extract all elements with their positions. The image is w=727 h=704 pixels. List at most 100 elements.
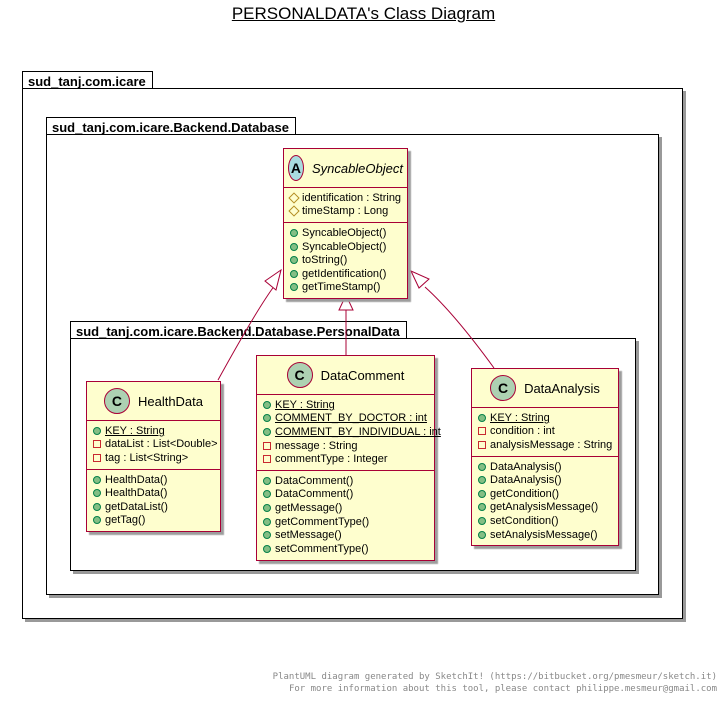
field-text: KEY : String xyxy=(490,411,550,424)
field-row: COMMENT_BY_DOCTOR : int xyxy=(262,412,429,426)
inheritance-arrowhead-analysis xyxy=(409,269,430,289)
method-row: DataAnalysis() xyxy=(477,460,613,474)
method-text: getIdentification() xyxy=(302,267,387,280)
methods-section: HealthData() HealthData() getDataList() … xyxy=(87,468,220,531)
class-healthdata[interactable]: C HealthData KEY : String dataList : Lis… xyxy=(86,381,221,533)
inheritance-line-health xyxy=(217,284,276,381)
method-text: toString() xyxy=(302,254,348,267)
class-icon: C xyxy=(490,375,517,401)
protected-visibility-icon xyxy=(287,192,300,204)
method-row: getAnalysisMessage() xyxy=(477,501,613,515)
field-row: KEY : String xyxy=(92,424,215,438)
public-visibility-icon xyxy=(289,256,298,265)
method-text: getAnalysisMessage() xyxy=(490,501,599,514)
method-row: setMessage() xyxy=(262,528,429,542)
method-text: DataAnalysis() xyxy=(490,474,562,487)
private-visibility-icon xyxy=(262,441,271,450)
class-syncableobject[interactable]: A SyncableObject identification : String… xyxy=(283,148,408,300)
public-visibility-icon xyxy=(262,476,271,485)
method-row: getCommentType() xyxy=(262,515,429,529)
method-text: DataComment() xyxy=(275,488,354,501)
field-text: message : String xyxy=(275,439,358,452)
class-datacomment[interactable]: C DataComment KEY : String COMMENT_BY_DO… xyxy=(256,355,441,561)
method-row: getCondition() xyxy=(477,487,613,501)
public-visibility-icon xyxy=(289,228,298,237)
method-text: DataAnalysis() xyxy=(490,460,562,473)
inheritance-arrowhead-comment xyxy=(338,293,354,311)
public-visibility-icon xyxy=(262,414,271,423)
method-row: getDataList() xyxy=(92,500,215,514)
footer-line-1: PlantUML diagram generated by SketchIt! … xyxy=(272,672,717,682)
method-row: setCommentType() xyxy=(262,542,429,556)
method-text: setCommentType() xyxy=(275,542,369,555)
method-row: HealthData() xyxy=(92,486,215,500)
class-icon: C xyxy=(286,362,313,388)
method-text: getDataList() xyxy=(105,500,168,513)
public-visibility-icon xyxy=(262,531,271,540)
method-row: DataAnalysis() xyxy=(477,473,613,487)
field-row: COMMENT_BY_INDIVIDUAL : int xyxy=(262,425,441,439)
class-name: DataAnalysis xyxy=(524,380,600,396)
public-visibility-icon xyxy=(477,489,486,498)
method-text: getCommentType() xyxy=(275,515,370,528)
class-dataanalysis[interactable]: C DataAnalysis KEY : String condition : … xyxy=(471,368,619,547)
inheritance-arrowhead-health xyxy=(264,268,282,291)
method-text: HealthData() xyxy=(105,487,168,500)
public-visibility-icon xyxy=(262,400,271,409)
field-text: commentType : Integer xyxy=(275,453,388,466)
method-row: getTimeStamp() xyxy=(289,281,402,295)
public-visibility-icon xyxy=(262,427,271,436)
methods-section: DataAnalysis() DataAnalysis() getConditi… xyxy=(472,455,618,546)
class-header: A SyncableObject xyxy=(284,149,407,187)
public-visibility-icon xyxy=(262,490,271,499)
fields-section: KEY : String dataList : List<Double> tag… xyxy=(87,420,220,469)
public-visibility-icon xyxy=(477,413,486,422)
method-text: HealthData() xyxy=(105,473,168,486)
method-text: getTag() xyxy=(105,514,146,527)
diagram-title: PERSONALDATA's Class Diagram xyxy=(231,4,496,23)
method-row: DataComment() xyxy=(262,474,429,488)
field-row: KEY : String xyxy=(262,398,429,412)
field-text: analysisMessage : String xyxy=(490,438,613,451)
field-text: KEY : String xyxy=(105,424,165,437)
methods-section: DataComment() DataComment() getMessage()… xyxy=(257,469,434,560)
package-tab-personaldata: sud_tanj.com.icare.Backend.Database.Pers… xyxy=(70,321,407,339)
public-visibility-icon xyxy=(262,544,271,553)
package-tab-outer: sud_tanj.com.icare xyxy=(22,71,153,89)
method-row: HealthData() xyxy=(92,473,215,487)
method-text: setAnalysisMessage() xyxy=(490,528,598,541)
public-visibility-icon xyxy=(92,502,101,511)
class-header: C DataAnalysis xyxy=(472,369,618,407)
field-text: tag : List<String> xyxy=(105,451,189,464)
methods-section: SyncableObject() SyncableObject() toStri… xyxy=(284,222,407,298)
protected-visibility-icon xyxy=(287,205,300,218)
fields-section: KEY : String COMMENT_BY_DOCTOR : int COM… xyxy=(257,394,441,470)
fields-section: KEY : String condition : int analysisMes… xyxy=(472,407,618,456)
abstract-class-icon: A xyxy=(288,155,304,181)
field-text: identification : String xyxy=(302,191,402,204)
private-visibility-icon xyxy=(477,427,486,436)
method-text: SyncableObject() xyxy=(302,240,387,253)
private-visibility-icon xyxy=(262,455,271,464)
public-visibility-icon xyxy=(289,269,298,278)
class-name: SyncableObject xyxy=(311,160,403,176)
class-header: C HealthData xyxy=(87,382,220,420)
method-row: setAnalysisMessage() xyxy=(477,528,613,542)
field-row: identification : String xyxy=(287,191,402,205)
fields-section: identification : String timeStamp : Long xyxy=(284,187,407,222)
field-text: COMMENT_BY_INDIVIDUAL : int xyxy=(275,425,441,438)
method-text: getTimeStamp() xyxy=(302,281,381,294)
private-visibility-icon xyxy=(92,453,101,462)
method-row: SyncableObject() xyxy=(289,240,402,254)
field-row: condition : int xyxy=(477,425,613,439)
method-text: setCondition() xyxy=(490,514,559,527)
public-visibility-icon xyxy=(92,489,101,498)
public-visibility-icon xyxy=(289,242,298,251)
package-tab-database: sud_tanj.com.icare.Backend.Database xyxy=(46,117,296,135)
method-row: SyncableObject() xyxy=(289,226,402,240)
footer-line-2: For more information about this tool, pl… xyxy=(288,684,717,694)
field-text: COMMENT_BY_DOCTOR : int xyxy=(275,412,427,425)
public-visibility-icon xyxy=(477,516,486,525)
footer-generator-note: PlantUML diagram generated by SketchIt! … xyxy=(273,671,717,695)
public-visibility-icon xyxy=(477,530,486,539)
